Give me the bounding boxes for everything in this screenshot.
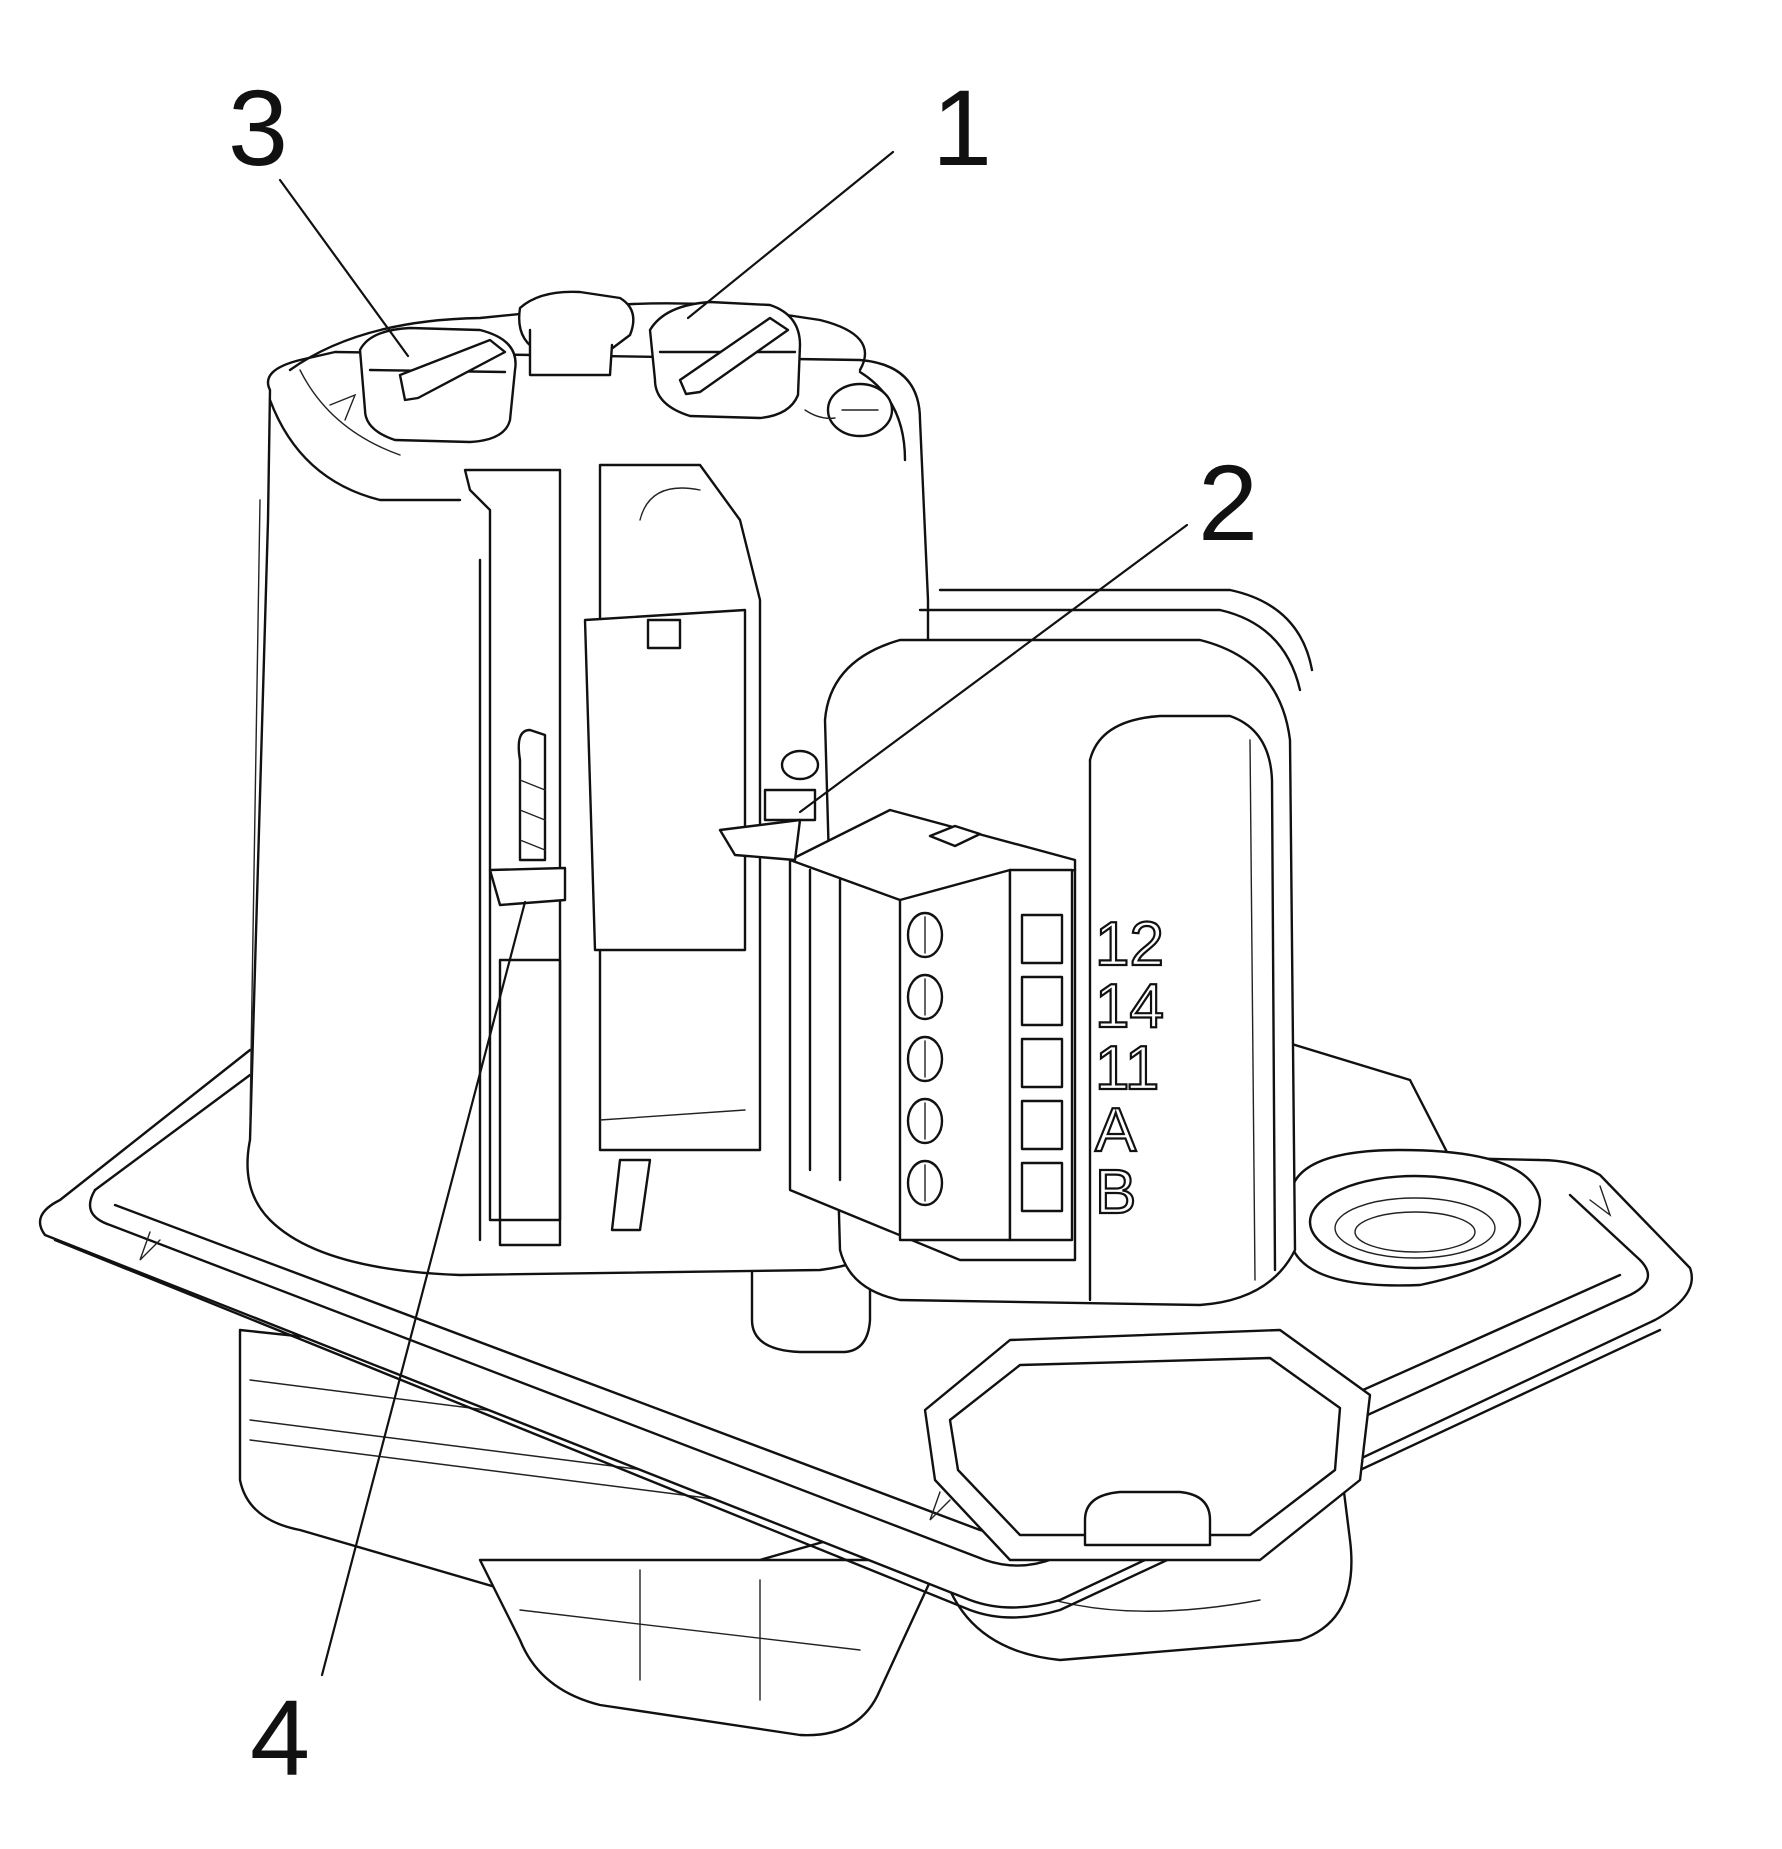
top-cap (288, 290, 866, 377)
callout-1: 1 (932, 67, 992, 188)
terminal-label-a: A (1095, 1096, 1137, 1165)
terminal-box-11 (1020, 1037, 1064, 1089)
terminal-screw-14 (906, 973, 944, 1021)
terminal-label-11: 11 (1095, 1034, 1159, 1103)
callout-4: 4 (250, 1677, 310, 1798)
terminal-label-b: B (1095, 1158, 1136, 1227)
rotary-switch-1 (648, 300, 894, 438)
leader-line-3 (278, 178, 410, 358)
terminal-screw-b (906, 1159, 944, 1207)
leader-line-4 (320, 900, 527, 1677)
octagon-pocket (923, 1328, 1372, 1562)
terminal-label-12: 12 (1095, 910, 1164, 979)
cable-entry-round (1288, 1148, 1542, 1287)
front-slot (463, 463, 762, 1247)
rotary-switch-3 (299, 326, 517, 456)
leader-line-1 (686, 150, 895, 320)
terminal-screw-a (906, 1097, 944, 1145)
terminal-box-12 (1020, 913, 1064, 965)
terminal-boxes (1020, 913, 1064, 1213)
terminal-screw-11 (906, 1035, 944, 1083)
terminal-box-a (1020, 1099, 1064, 1151)
terminal-box-14 (1020, 975, 1064, 1027)
leader-line-2 (798, 523, 1189, 814)
terminal-screws (906, 911, 944, 1207)
terminal-label-14: 14 (1095, 972, 1164, 1041)
callout-2: 2 (1198, 442, 1258, 563)
small-screw (718, 749, 820, 862)
terminal-box-b (1020, 1161, 1064, 1213)
callout-3: 3 (228, 67, 288, 188)
terminal-screw-12 (906, 911, 944, 959)
leader-lines (278, 150, 1189, 1677)
